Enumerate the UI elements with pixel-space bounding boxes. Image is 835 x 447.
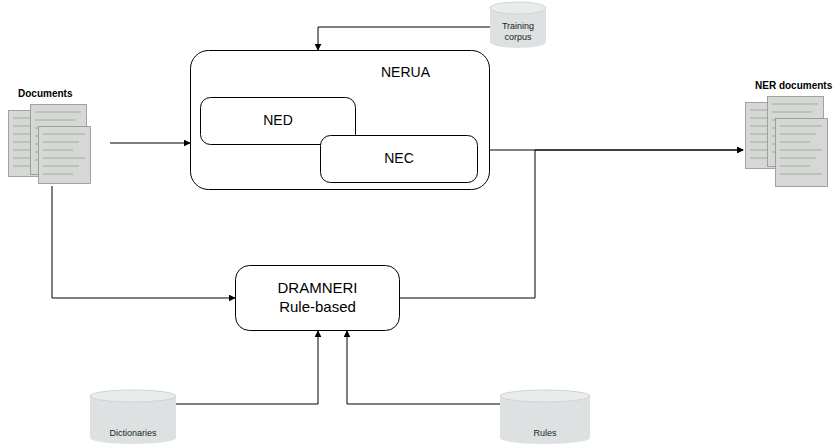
page-text-line — [772, 104, 818, 105]
node-label: Training corpus — [490, 21, 546, 42]
document-stack: NER documents — [745, 80, 829, 188]
connector-arrow — [347, 331, 500, 404]
page-text-line — [43, 158, 85, 159]
node-label: DRAMNERI Rule-based — [263, 279, 373, 317]
data-store: Rules — [500, 390, 590, 444]
data-store: Training corpus — [490, 2, 546, 48]
page-text-line — [780, 166, 810, 167]
connector-arrow — [52, 186, 235, 298]
page-text-line — [780, 150, 822, 151]
data-store: Dictionaries — [90, 390, 176, 444]
page-text-line — [35, 112, 81, 113]
cylinder-body — [90, 390, 176, 444]
page-text-line — [35, 120, 75, 121]
connector-arrow — [176, 331, 318, 404]
cylinder-top — [90, 390, 176, 402]
page-sheet — [776, 119, 828, 187]
page-text-line — [43, 142, 79, 143]
node-label: Rules — [500, 428, 590, 438]
page-text-line — [780, 158, 816, 159]
cylinder-body — [490, 2, 546, 48]
node-outline — [8, 88, 92, 184]
page-text-line — [43, 134, 85, 135]
cylinder-top — [500, 390, 590, 402]
node-label: NERUA — [381, 64, 430, 80]
node-outline — [745, 80, 829, 188]
group-heading: NER documents — [755, 80, 832, 91]
document-stack: Documents — [8, 88, 92, 184]
box-outline — [321, 136, 478, 183]
system-box: NERUA NED NEC — [190, 50, 490, 190]
box-outline — [236, 266, 400, 331]
box-outline — [191, 51, 490, 190]
connector-arrow — [318, 27, 490, 50]
page-text-line — [780, 126, 822, 127]
page-text-line — [780, 174, 822, 175]
page-sheet — [39, 127, 91, 184]
cylinder-body — [500, 390, 590, 444]
group-heading: Documents — [18, 88, 72, 99]
system-box: DRAMNERI Rule-based — [235, 265, 400, 331]
page-text-line — [780, 134, 816, 135]
page-text-line — [780, 142, 810, 143]
module-box: NEC — [320, 135, 478, 183]
node-label: Dictionaries — [90, 428, 176, 438]
page-text-line — [43, 166, 79, 167]
cylinder-top — [490, 2, 546, 14]
page-text-line — [43, 174, 73, 175]
node-label: NEC — [320, 150, 478, 168]
node-label: NED — [200, 112, 356, 130]
page-text-line — [772, 112, 812, 113]
connector-arrow — [110, 143, 190, 144]
page-text-line — [43, 150, 73, 151]
